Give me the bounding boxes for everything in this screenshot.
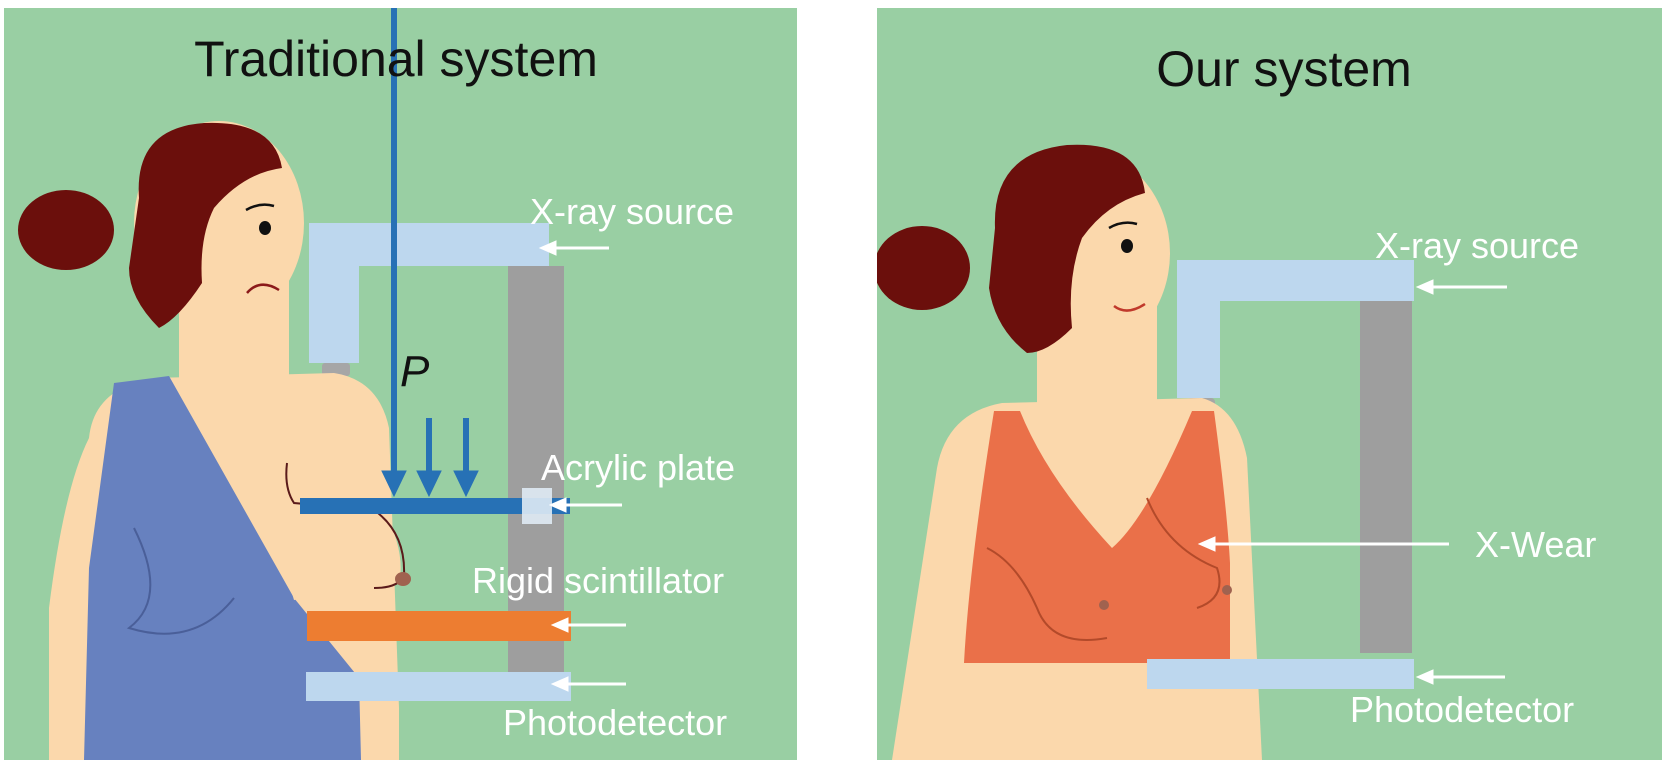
- label-acrylic-plate: Acrylic plate: [541, 447, 735, 488]
- panel-title: Traditional system: [194, 31, 598, 87]
- xray-nozzle: [322, 363, 350, 376]
- smile-mouth: [1113, 302, 1146, 312]
- hair: [989, 144, 1145, 353]
- eye: [259, 221, 271, 235]
- rigid-scintillator: [307, 611, 571, 641]
- label-xray-source: X-ray source: [1375, 225, 1579, 266]
- our-system-panel: Our system X-ray source X-Wear Photodete…: [877, 8, 1662, 760]
- compressed-breast: [285, 463, 401, 600]
- photodetector: [306, 672, 571, 701]
- our-system-illustration: Our system X-ray source X-Wear Photodete…: [877, 41, 1596, 760]
- plate-clamp: [522, 488, 552, 524]
- eyebrow: [245, 203, 275, 212]
- label-rigid-scintillator: Rigid scintillator: [472, 560, 724, 601]
- pointer-arrows: [1197, 279, 1507, 685]
- nose: [274, 208, 294, 270]
- bra-cup-left: [986, 547, 1108, 641]
- label-xray-source: X-ray source: [530, 191, 734, 232]
- acrylic-plate: [300, 498, 570, 514]
- xray-source: [309, 223, 549, 363]
- eyebrow: [1108, 221, 1138, 230]
- breast-outline: [285, 462, 406, 589]
- nipple-left: [1099, 600, 1109, 610]
- traditional-system-illustration: Traditional system P X-ray source Acryli…: [18, 8, 735, 760]
- machine-column: [1360, 301, 1412, 653]
- nipple-right: [1222, 585, 1232, 595]
- label-photodetector: Photodetector: [503, 702, 727, 743]
- pointer-arrows: [538, 240, 626, 692]
- gown-fold: [126, 527, 235, 635]
- xwear-garment: [964, 411, 1230, 663]
- force-label: P: [400, 347, 430, 396]
- photodetector: [1147, 659, 1414, 689]
- gown: [84, 376, 361, 760]
- label-photodetector: Photodetector: [1350, 689, 1574, 730]
- traditional-system-panel: Traditional system P X-ray source Acryli…: [4, 8, 797, 760]
- label-xwear: X-Wear: [1475, 524, 1596, 565]
- xray-source: [1177, 260, 1414, 398]
- panel-title: Our system: [1156, 41, 1412, 97]
- bra-cup-right: [1146, 497, 1221, 609]
- nose: [1139, 238, 1160, 300]
- eye: [1121, 239, 1133, 253]
- nipple: [395, 572, 411, 586]
- hair-bun: [877, 226, 970, 310]
- hair: [129, 122, 282, 328]
- frown-mouth: [246, 283, 280, 294]
- hair-bun: [18, 190, 114, 270]
